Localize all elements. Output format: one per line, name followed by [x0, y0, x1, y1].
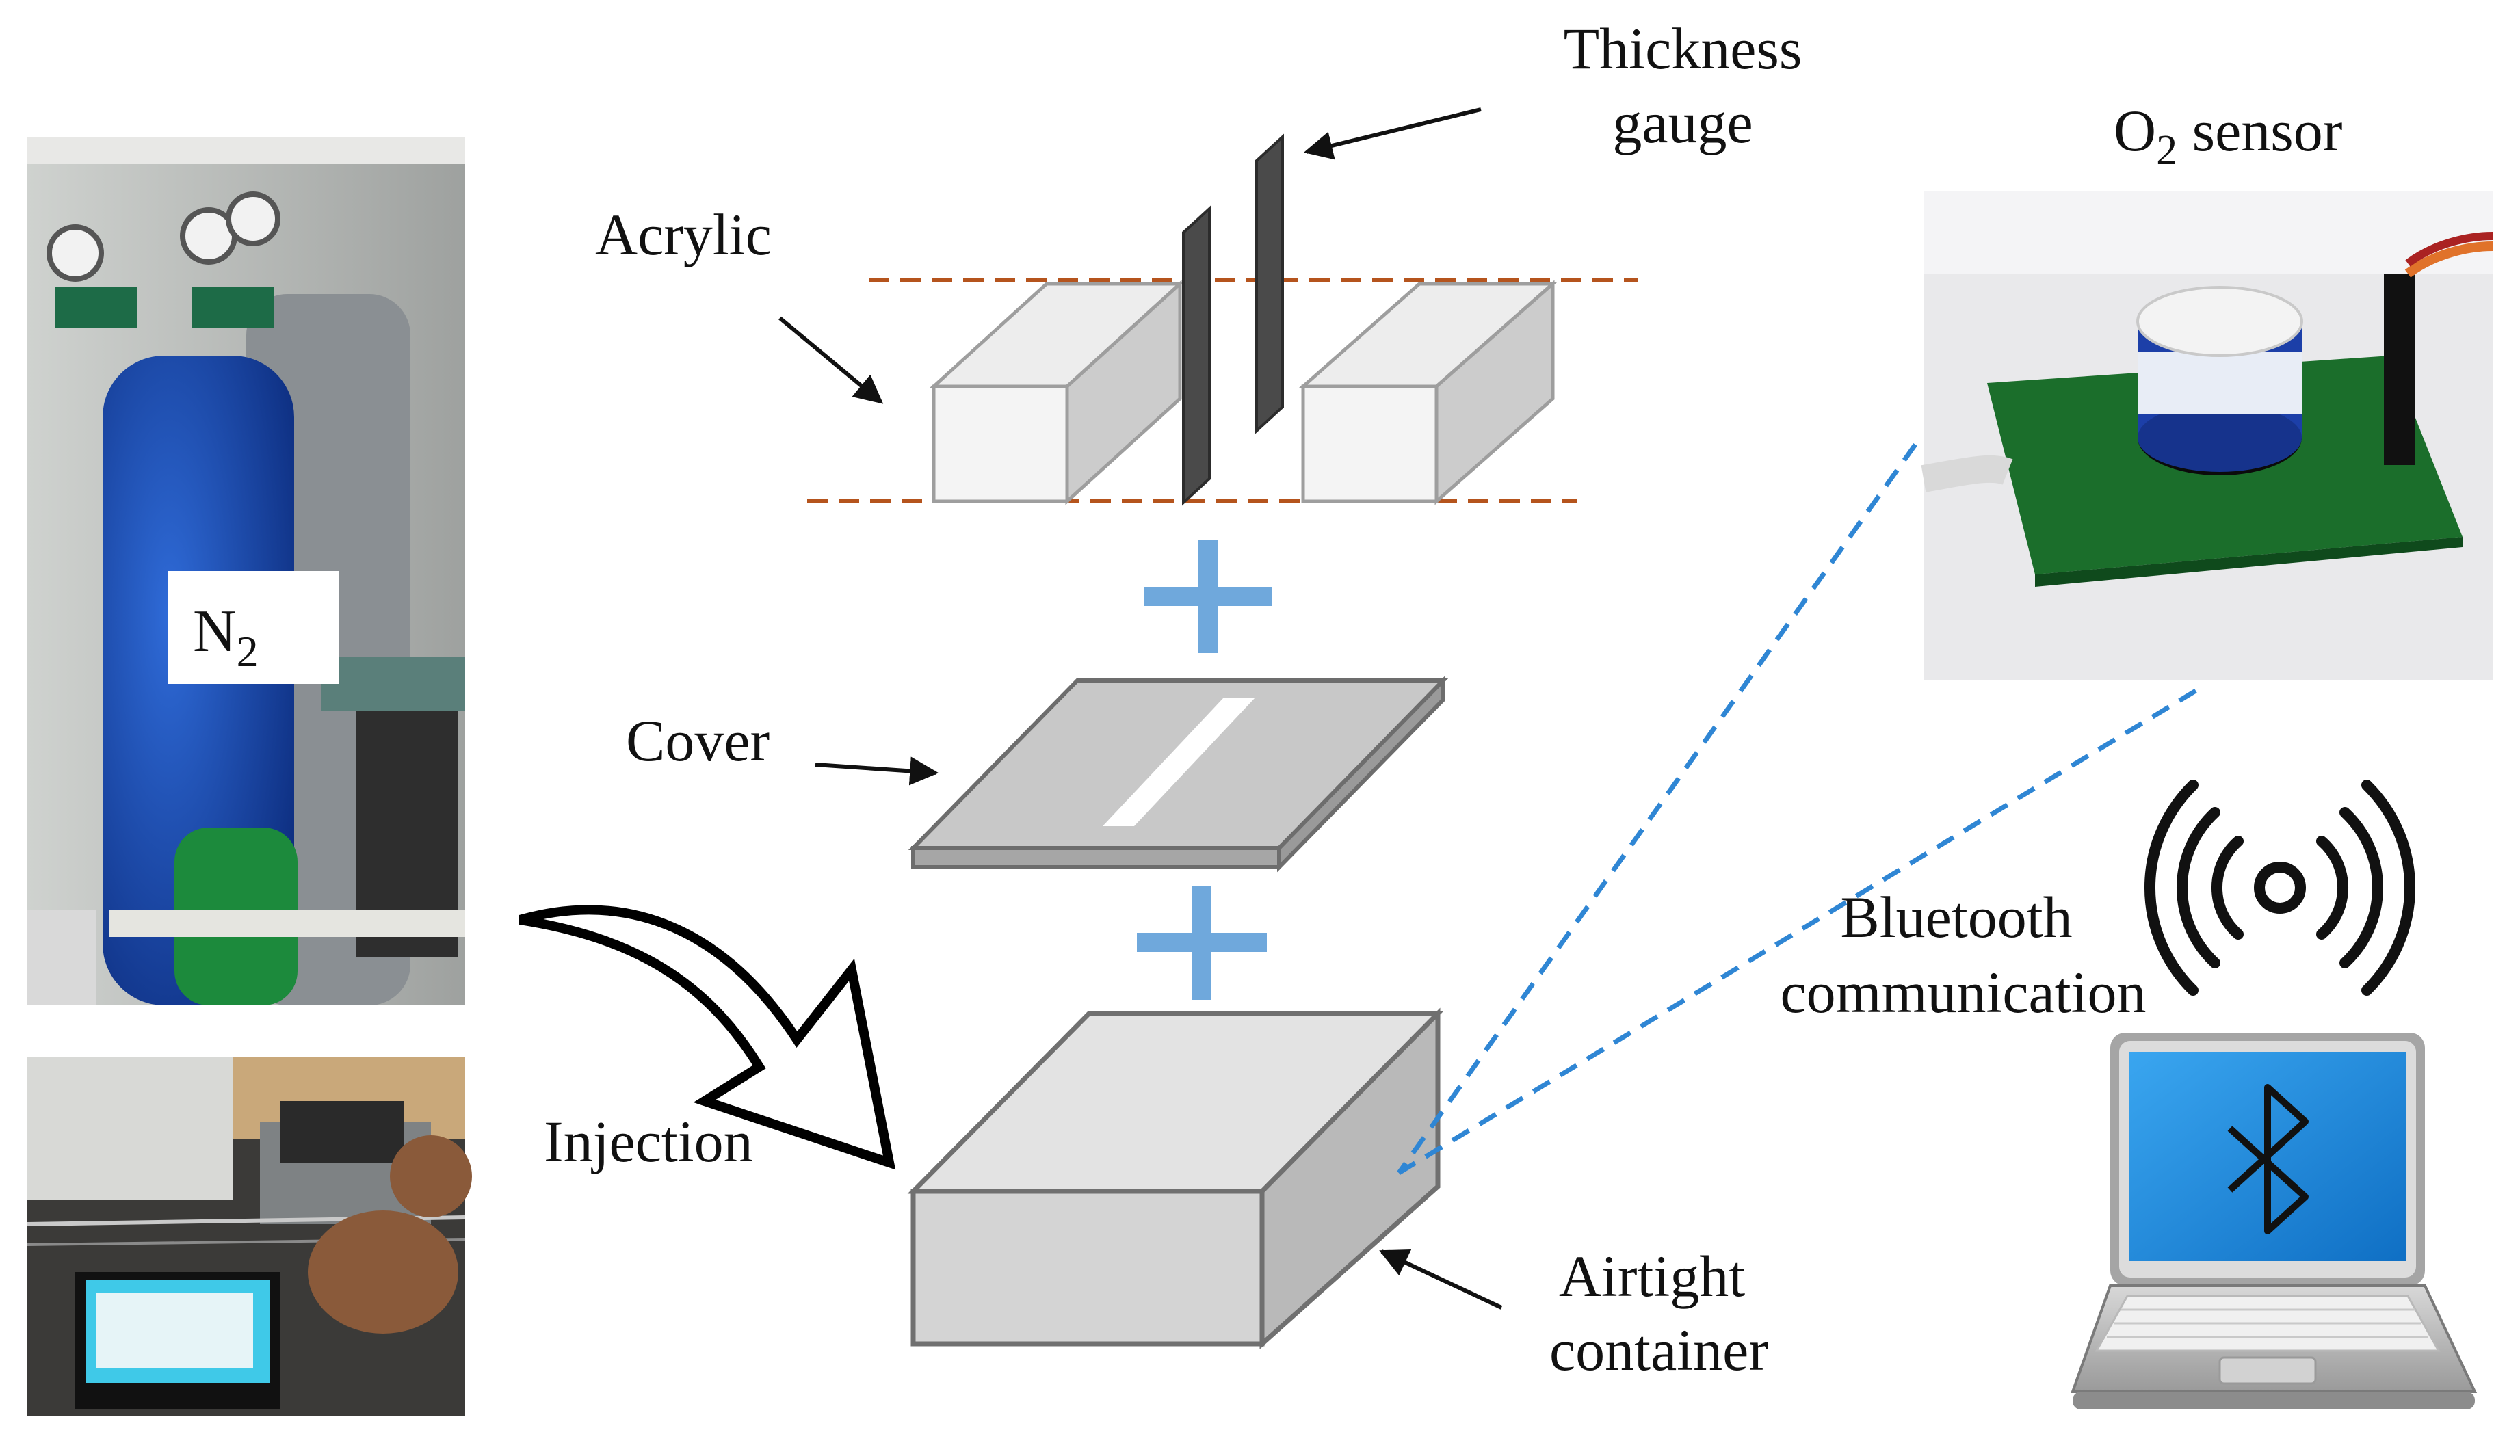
injection-arrow	[519, 905, 896, 1170]
airtight-label-line1: Airtight	[1559, 1243, 1745, 1309]
n2-label: N	[193, 598, 237, 665]
n2-label-box: N2	[168, 571, 339, 684]
cover-arrow	[815, 756, 939, 786]
acrylic-block-right	[1298, 280, 1558, 505]
thickness-gauge-arrow	[1303, 107, 1482, 160]
acrylic-arrow	[778, 316, 884, 404]
airtight-arrow	[1379, 1249, 1503, 1310]
wireless-signal-icon	[2144, 780, 2416, 996]
injection-label: Injection	[544, 1109, 753, 1174]
acrylic-block-left	[929, 280, 1185, 505]
thickness-gauge-label-line1: Thickness	[1564, 16, 1802, 81]
wireless-link-lines	[1397, 442, 2197, 1175]
thickness-gauge-plates	[1182, 133, 1284, 506]
cover-label: Cover	[626, 708, 770, 773]
cover-slit	[1103, 698, 1255, 826]
o2-sensor-label: O2 sensor	[2114, 98, 2342, 174]
bluetooth-label-line2: communication	[1781, 959, 2147, 1025]
o2-sensor-photo	[1921, 191, 2493, 680]
acrylic-label: Acrylic	[595, 202, 772, 267]
airtight-container-box	[907, 1007, 1444, 1349]
plus-sign-lower	[1137, 886, 1267, 1000]
cover-plate	[908, 675, 1449, 873]
bluetooth-label-line1: Bluetooth	[1840, 884, 2072, 950]
n2-subscript: 2	[237, 627, 259, 676]
svg-text:N2: N2	[193, 598, 259, 676]
injection-photo	[27, 1057, 472, 1416]
plus-sign-upper	[1144, 540, 1272, 653]
airtight-label-line2: container	[1549, 1317, 1768, 1383]
thickness-gauge-label-line2: gauge	[1612, 90, 1753, 155]
bluetooth-icon	[2227, 1084, 2309, 1234]
